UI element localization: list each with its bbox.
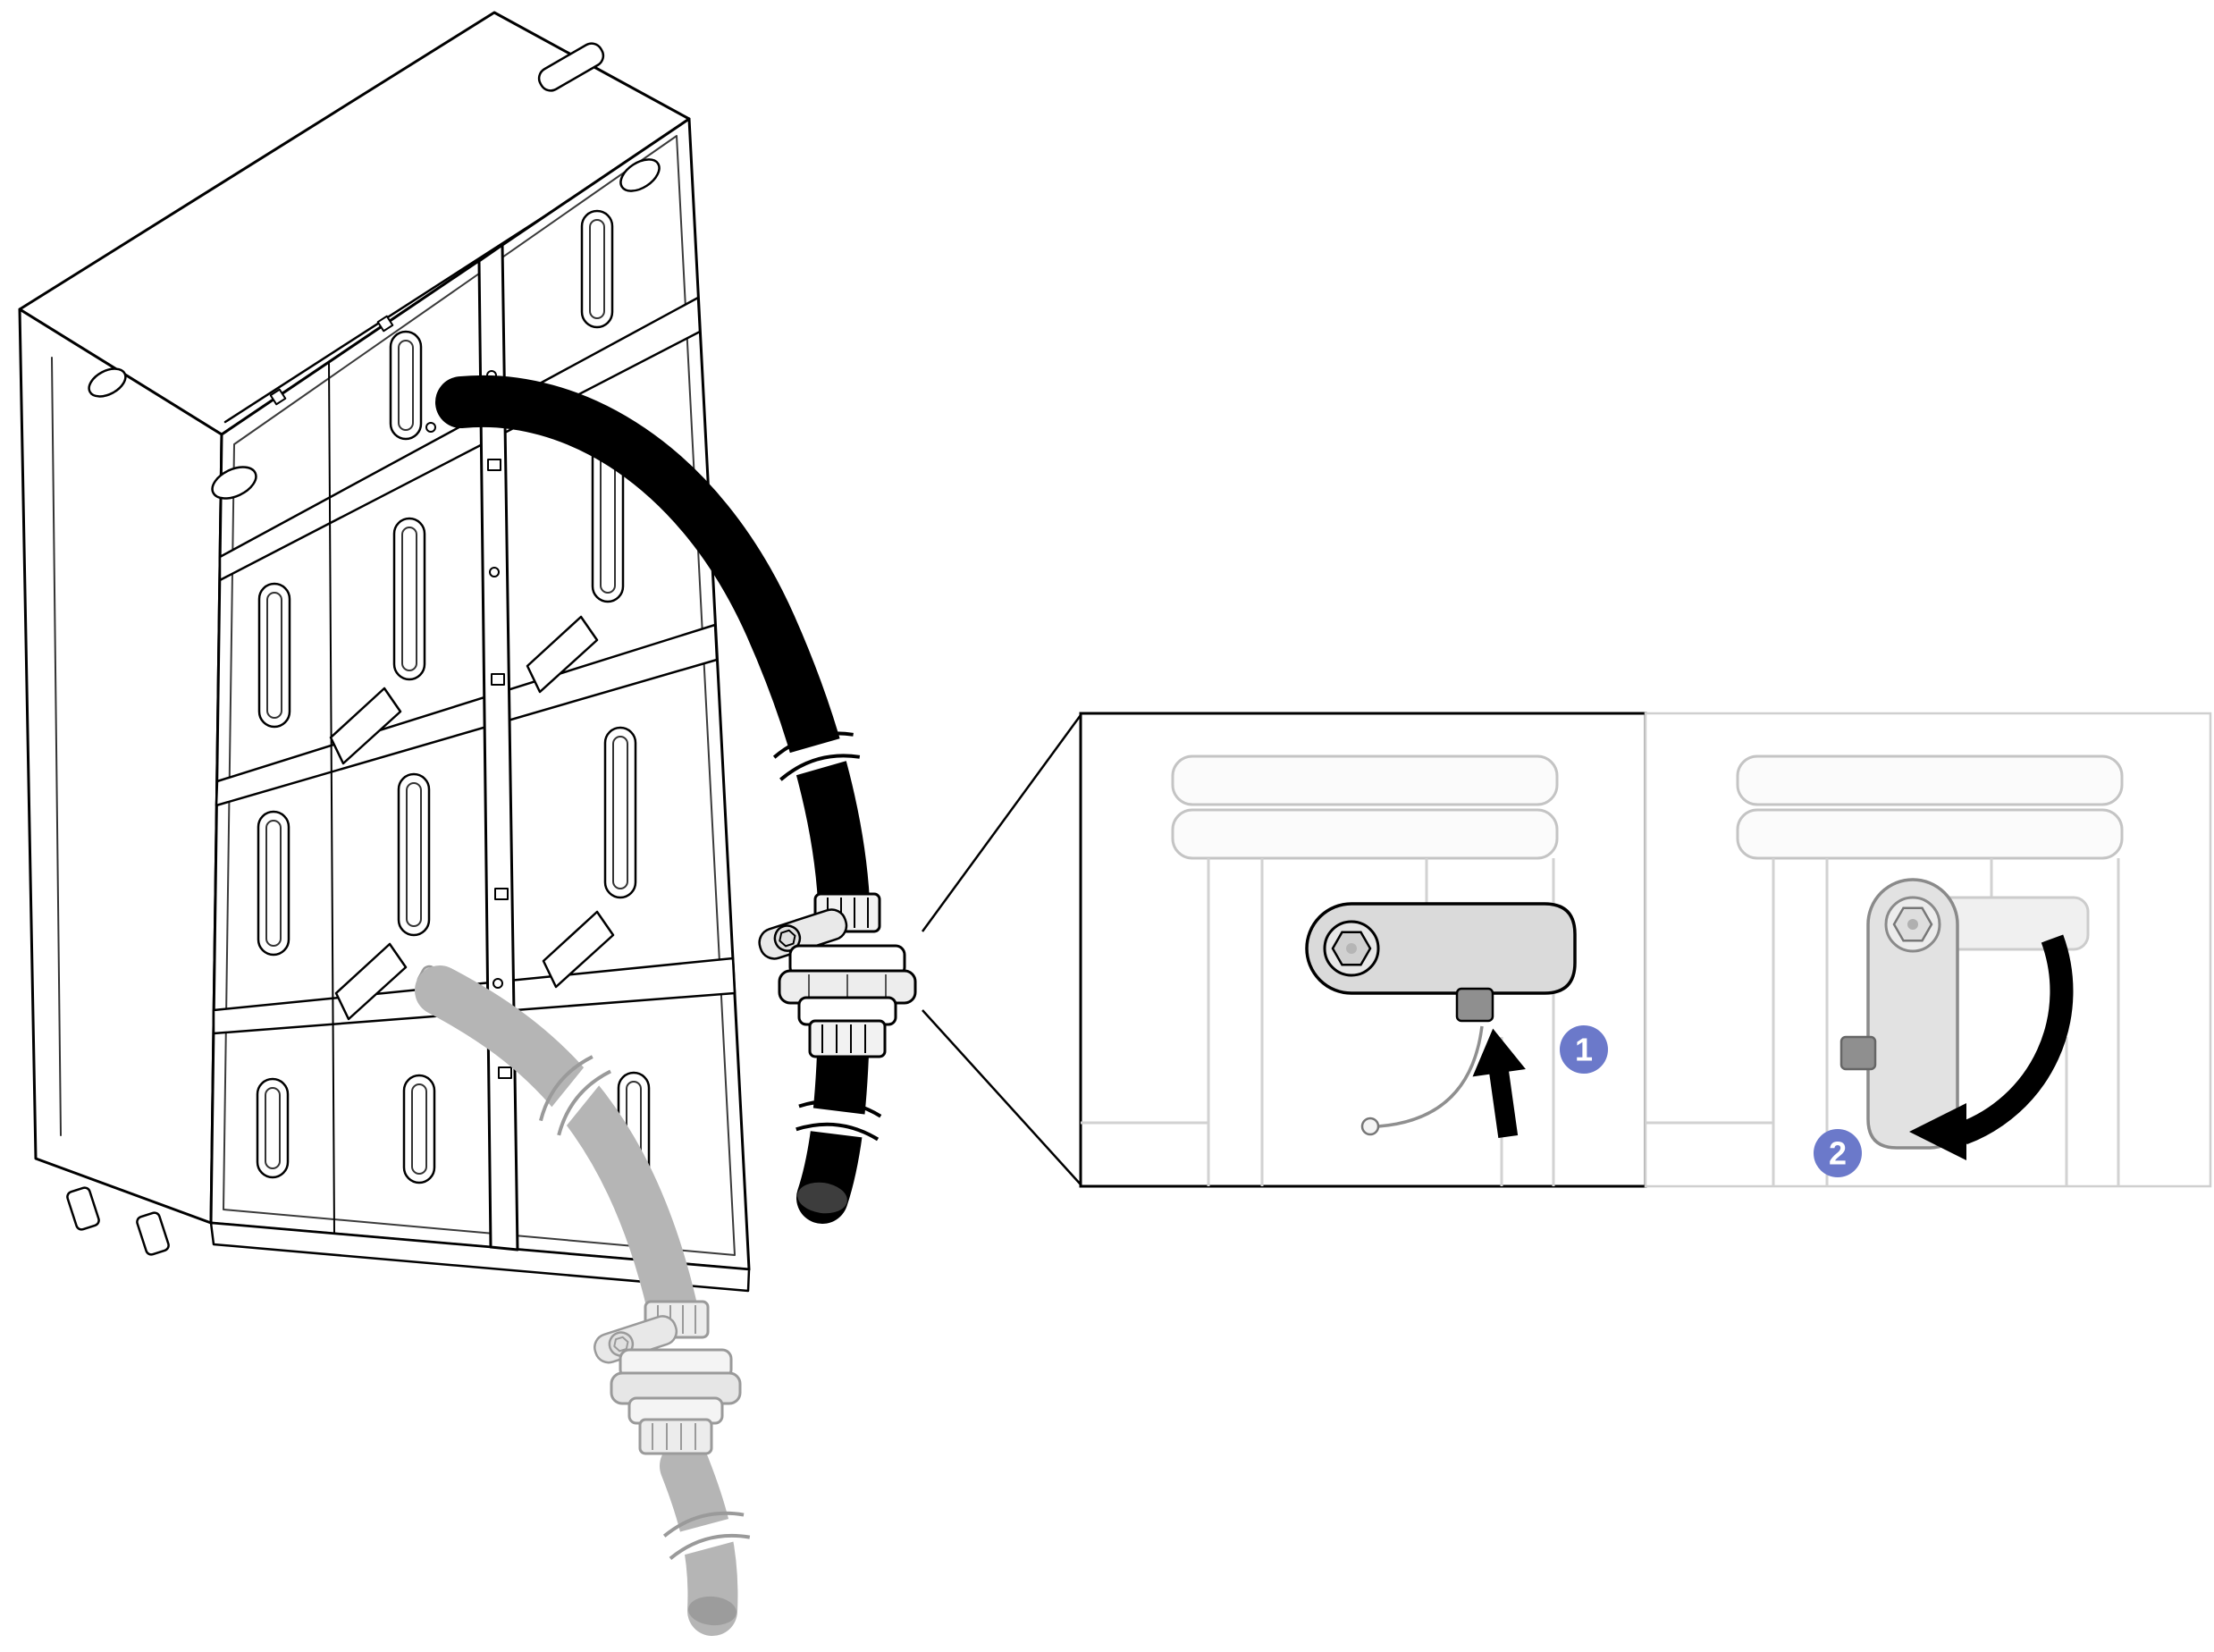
rail-rivet <box>491 673 505 686</box>
swing-guide-pin <box>1360 1117 1380 1136</box>
coupling-bottom-collar <box>808 1019 887 1058</box>
black-hose-upper <box>435 375 870 927</box>
bay-latch-lever <box>334 942 408 1021</box>
lever-assembly <box>1305 902 1577 1023</box>
coupling-bottom-collar <box>638 1418 713 1455</box>
top-handle-cutout <box>537 42 605 92</box>
coupling-lever-handle-rotated[interactable] <box>1866 878 1959 1150</box>
lever-release-button[interactable] <box>1455 987 1494 1023</box>
bay-handle <box>256 1077 290 1179</box>
callout-line <box>922 1009 1082 1185</box>
top-edge-screw <box>269 388 287 406</box>
up-arrow-icon <box>1472 1028 1526 1139</box>
step-1-number: 1 <box>1575 1032 1593 1068</box>
manifold-bars <box>1736 754 2124 860</box>
lever-assembly-rotated <box>1839 878 1959 1150</box>
swing-guide-arc <box>1377 1025 1484 1128</box>
callout-line <box>921 714 1082 932</box>
step-2-badge: 2 <box>1814 1129 1862 1177</box>
manifold-bar <box>1736 808 2124 860</box>
inset-panel-step1: 1 <box>1079 712 1647 1188</box>
step-2-badge-circle <box>1814 1129 1862 1177</box>
chassis-foot <box>136 1211 170 1256</box>
chassis-side-face <box>18 308 223 1225</box>
rail-rivet <box>498 1066 512 1079</box>
top-edge-screw <box>376 315 394 333</box>
hose-break-mark <box>662 1511 751 1561</box>
bay-handle <box>402 1074 436 1184</box>
manifold-bar <box>1171 754 1559 806</box>
step-1-badge: 1 <box>1560 1025 1608 1074</box>
bay-latch-lever <box>542 910 615 989</box>
step-2-number: 2 <box>1829 1135 1847 1172</box>
side-vent-hole <box>88 367 127 398</box>
manifold-bar <box>1736 754 2124 806</box>
gray-hose <box>415 965 751 1636</box>
hose-break-mark <box>796 1099 882 1142</box>
callout-wedge <box>921 714 1082 1185</box>
side-inner-line <box>51 357 62 1136</box>
quick-disconnect-coupling-black <box>758 892 917 1058</box>
lever-release-button[interactable] <box>1839 1035 1877 1071</box>
bay-handle <box>257 582 291 729</box>
bay-handle <box>392 517 426 681</box>
bay-latch-lever <box>526 615 599 694</box>
pivot-center <box>1346 943 1357 954</box>
rail-rivet <box>494 888 509 900</box>
inset-panel-step2: 2 <box>1644 712 2212 1188</box>
rail-hole <box>492 978 503 989</box>
rotate-arrow-icon <box>1909 934 2074 1160</box>
column-divider <box>328 361 335 1235</box>
front-inner-edge <box>223 135 736 1256</box>
server-chassis <box>18 11 751 1293</box>
front-vent-hole <box>619 158 661 192</box>
pivot-center <box>1907 919 1918 930</box>
bay-handle <box>603 726 637 899</box>
hose-break-mark <box>539 1055 611 1136</box>
rail-hole <box>489 567 500 577</box>
manifold-bars <box>1171 754 1559 860</box>
hose-break-mark <box>772 731 861 781</box>
chassis-foot <box>66 1186 100 1231</box>
bay-handle <box>580 209 614 329</box>
hose-cut-end <box>797 1182 847 1214</box>
bay-handle <box>389 330 423 441</box>
front-vent-hole <box>211 466 257 500</box>
rail-rivet <box>487 459 501 471</box>
bay-latch-lever <box>329 687 402 765</box>
bay-handle <box>397 772 431 937</box>
quick-disconnect-coupling-gray <box>593 1300 742 1455</box>
coupling-lever-handle[interactable] <box>1305 902 1577 995</box>
hose-cut-end <box>688 1596 737 1626</box>
step-1-badge-circle <box>1560 1025 1608 1074</box>
chassis-base-strip <box>209 1221 751 1293</box>
manifold-bar <box>1171 808 1559 860</box>
bay-handle <box>257 810 290 957</box>
coupling-lever-wing <box>758 908 848 960</box>
